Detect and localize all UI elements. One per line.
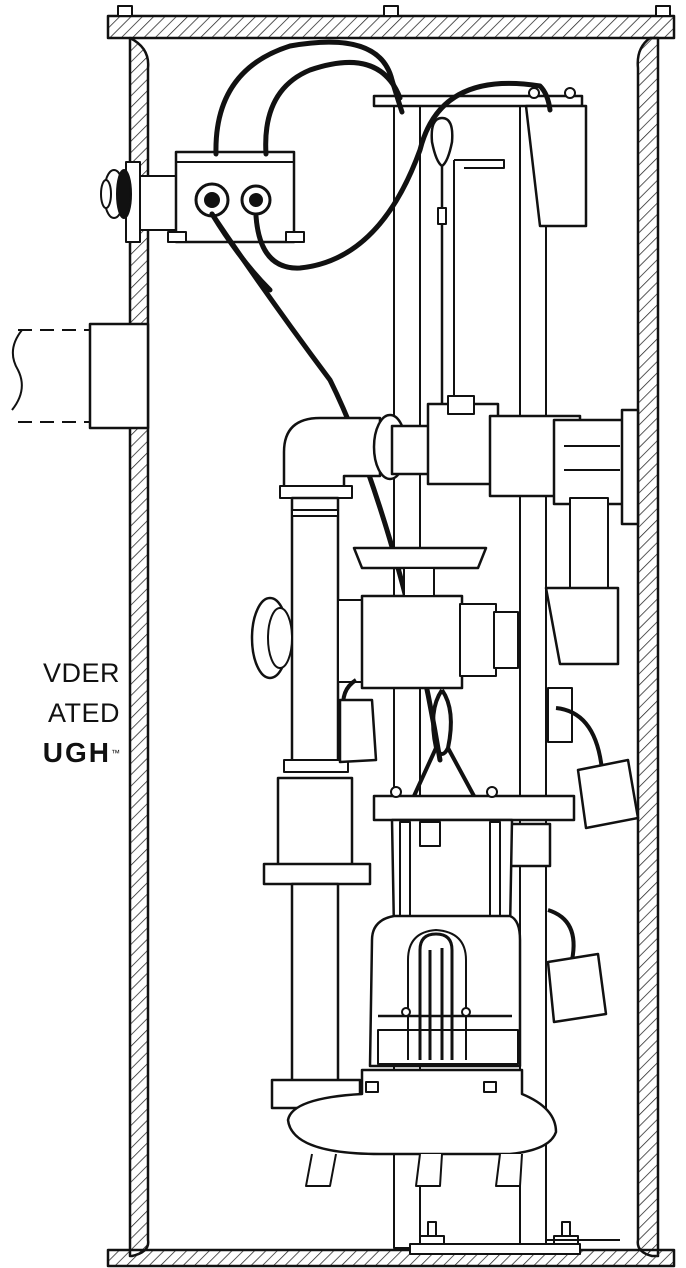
side-caption-brand: UGH (42, 737, 111, 768)
side-caption-line-1: VDER (42, 658, 120, 688)
motor-stator (368, 914, 522, 1068)
float-switch-right-upper (547, 687, 640, 830)
trademark-mark: ™ (111, 748, 120, 758)
valve-handwheel (352, 546, 488, 570)
discharge-piping (279, 395, 640, 526)
float-bracket-top (524, 104, 588, 228)
discharge-flange (620, 408, 640, 526)
upper-rail-bracket (372, 94, 584, 108)
junction-box (167, 150, 305, 244)
cable-seal-fitting (100, 161, 181, 243)
pump-motor (368, 818, 522, 1068)
side-caption: VDER ATED UGH™ (0, 656, 120, 770)
lift-cable (430, 116, 505, 440)
top-flange (106, 14, 676, 40)
side-caption-line-3: UGH™ (0, 736, 120, 770)
check-valve-body (426, 402, 500, 486)
right-riser (544, 497, 620, 666)
gate-valve (250, 546, 519, 690)
right-wall (636, 36, 660, 1258)
inlet-hub (11, 322, 150, 430)
float-switch-left (338, 678, 378, 764)
base-anchors (409, 1221, 620, 1255)
bottom-base (106, 1248, 676, 1268)
side-caption-line-2: ATED (47, 698, 120, 728)
float-switches (338, 678, 640, 1024)
left-riser (262, 496, 372, 1110)
pump-lift-bail (412, 688, 476, 797)
pump-volute (286, 1068, 558, 1187)
float-switch-right-lower (546, 908, 608, 1024)
valve-body (360, 594, 464, 690)
